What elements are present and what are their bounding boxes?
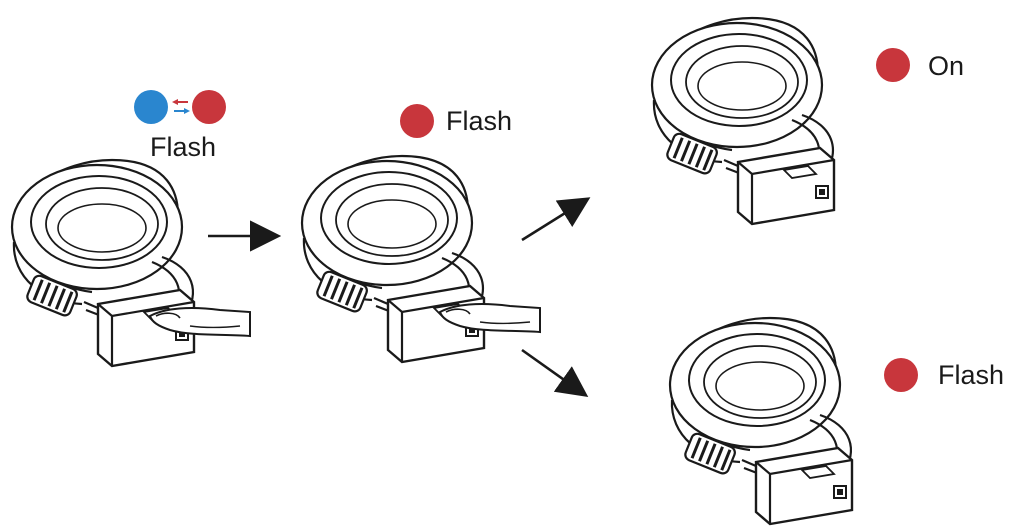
step2-label: Flash: [446, 106, 513, 136]
blue-led-dot: [134, 90, 168, 124]
red-led-dot-success: [876, 48, 910, 82]
cable-lock-device-step1: [10, 158, 196, 368]
swap-arrows-icon: [172, 99, 190, 114]
cable-lock-device-fail: [668, 316, 854, 526]
success-label: On: [928, 51, 965, 81]
red-led-dot-fail: [884, 358, 918, 392]
arrow-down-right-icon-to-fail: [521, 348, 589, 398]
fail-label: Flash: [938, 360, 1005, 390]
arrow-up-right-icon-to-success: [521, 197, 591, 242]
red-led-dot-step2: [400, 104, 434, 138]
red-led-dot-step1: [192, 90, 226, 124]
cable-lock-device-step2: [300, 154, 486, 364]
cable-lock-device-success: [650, 16, 836, 226]
step1-label: Flash: [150, 132, 217, 162]
